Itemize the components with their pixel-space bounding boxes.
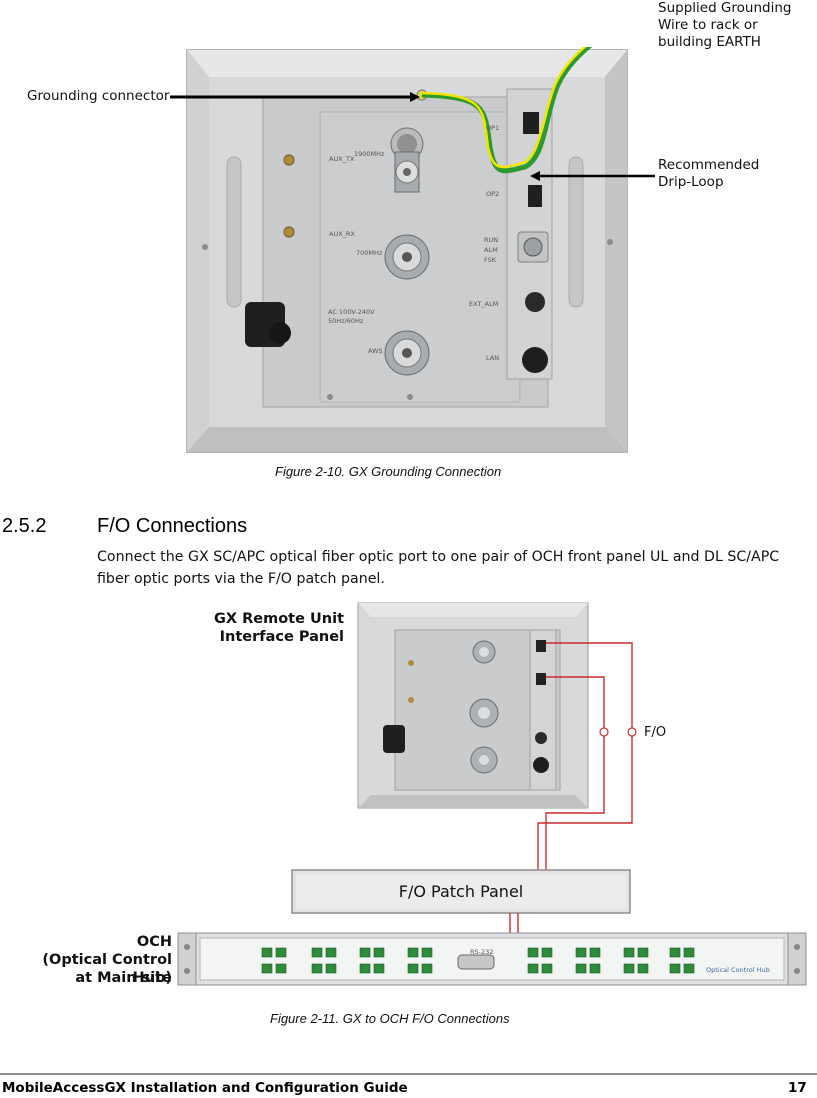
label-ext-alm: EXT_ALM [469, 300, 499, 308]
figure-2-10-caption: Figure 2-10. GX Grounding Connection [275, 464, 502, 479]
footer-page-number: 17 [788, 1080, 807, 1096]
label-op1: OP1 [486, 124, 500, 132]
section-body-line1: Connect the GX SC/APC optical fiber opti… [97, 549, 780, 565]
label-op2: OP2 [486, 190, 500, 198]
footer-rule [0, 1073, 817, 1075]
label-aux-tx: AUX_TX [329, 155, 355, 163]
section-number: 2.5.2 [2, 515, 47, 537]
label-run: RUN [484, 236, 499, 244]
label-aux-rx: AUX_RX [329, 230, 355, 238]
figure-2-11-caption: Figure 2-11. GX to OCH F/O Connections [270, 1011, 510, 1026]
patch-panel-label: F/O Patch Panel [398, 882, 524, 901]
label-aws: AWS [368, 347, 383, 355]
label-ac-2: 50Hz/60Hz [328, 317, 364, 325]
callout-supplied-wire-line2: Wire to rack or [658, 17, 758, 33]
callout-drip-loop-line1: Recommended [658, 157, 760, 173]
och-label-line2: (Optical Control Hub) [42, 952, 172, 986]
label-freq-1900: 1900MHz [354, 150, 385, 158]
figure-gx-grounding [185, 3, 661, 455]
och-brand-label: Optical Control Hub [706, 966, 770, 974]
figure-gx-to-och [0, 595, 817, 995]
callout-grounding-connector: Grounding connector [27, 88, 170, 104]
callout-drip-loop-line2: Drip-Loop [658, 174, 724, 190]
label-fsk: FSK [484, 256, 497, 264]
label-freq-700: 700MHz [356, 249, 383, 257]
och-rs232-label: RS-232 [470, 948, 494, 956]
och-label-line3: at Main site [75, 970, 172, 986]
gx-remote-unit-label-line2: Interface Panel [219, 629, 344, 645]
callout-lines [170, 92, 655, 181]
section-body-line2: fiber optic ports via the F/O patch pane… [97, 571, 385, 587]
fo-label: F/O [644, 725, 667, 740]
gx-remote-unit-label-line1: GX Remote Unit [213, 611, 344, 627]
label-ac-1: AC 100V-240V [328, 308, 375, 316]
gx-enclosure-photo [186, 3, 661, 453]
callout-supplied-wire-line1: Supplied Grounding [658, 0, 792, 16]
label-alm: ALM [484, 246, 498, 254]
section-title: F/O Connections [97, 515, 248, 537]
label-lan: LAN [486, 354, 500, 362]
gx-och-diagram [177, 602, 807, 986]
footer-title: MobileAccessGX Installation and Configur… [2, 1080, 408, 1096]
och-label-line1: OCH [136, 934, 172, 950]
callout-supplied-wire-line3: building EARTH [658, 34, 761, 50]
